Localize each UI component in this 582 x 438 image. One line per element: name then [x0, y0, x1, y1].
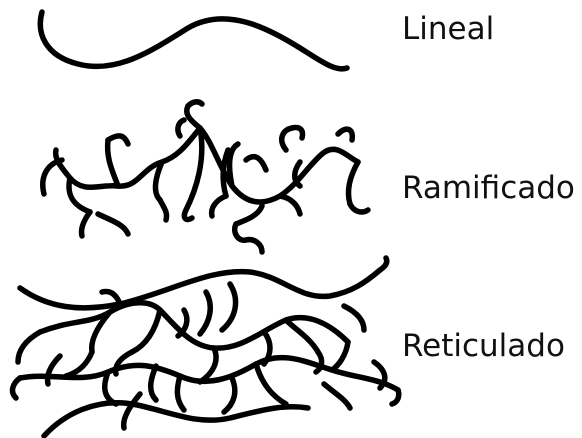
crosslink — [256, 364, 286, 404]
branch — [187, 106, 200, 128]
branch — [236, 206, 262, 224]
chain-end — [380, 258, 387, 270]
branch — [98, 214, 128, 234]
chain-end — [48, 356, 60, 384]
crosslink — [105, 372, 116, 404]
branch — [156, 162, 162, 200]
branch — [81, 212, 90, 236]
branch — [184, 210, 192, 220]
chain-end — [151, 366, 156, 400]
branch — [108, 140, 118, 186]
branch — [235, 224, 246, 240]
crosslink — [224, 378, 235, 412]
crosslink — [264, 332, 270, 364]
branch — [160, 200, 167, 220]
branch — [188, 102, 202, 106]
branch — [212, 196, 226, 216]
branch — [230, 144, 238, 186]
crosslinked-label: Reticulado — [402, 328, 565, 364]
chain-end — [124, 394, 140, 428]
crosslink — [200, 292, 210, 334]
crosslink — [66, 352, 92, 376]
chain-end — [13, 378, 20, 398]
chain-end — [102, 292, 120, 305]
chain-end — [344, 306, 364, 330]
branch — [350, 204, 368, 212]
linear-label: Lineal — [402, 11, 494, 47]
network-strand — [20, 270, 380, 308]
crosslink — [200, 348, 216, 382]
branch — [292, 127, 303, 138]
branch — [178, 120, 184, 136]
branch — [246, 157, 266, 170]
crosslink — [332, 342, 348, 370]
branch — [338, 129, 352, 140]
linear-polymer-chain — [40, 12, 347, 69]
branched-label: Ramificado — [402, 170, 575, 206]
crosslink — [286, 320, 318, 352]
network-strand — [44, 403, 308, 436]
branch — [246, 240, 262, 252]
branch — [295, 162, 300, 186]
crosslink — [178, 310, 187, 336]
branch — [282, 128, 292, 150]
branch — [348, 162, 358, 204]
chain-end — [392, 390, 399, 404]
crosslink — [116, 352, 132, 374]
crosslink — [132, 310, 160, 352]
chain-end — [324, 384, 350, 408]
crosslinked-polymer-network — [13, 258, 399, 436]
crosslink — [177, 376, 184, 410]
branch — [108, 136, 128, 144]
crosslink — [222, 284, 236, 330]
branched-polymer-chain — [43, 102, 368, 252]
linear-chain — [40, 12, 347, 69]
chain-end — [18, 332, 40, 362]
branch — [280, 196, 300, 214]
crosslink — [316, 352, 322, 372]
